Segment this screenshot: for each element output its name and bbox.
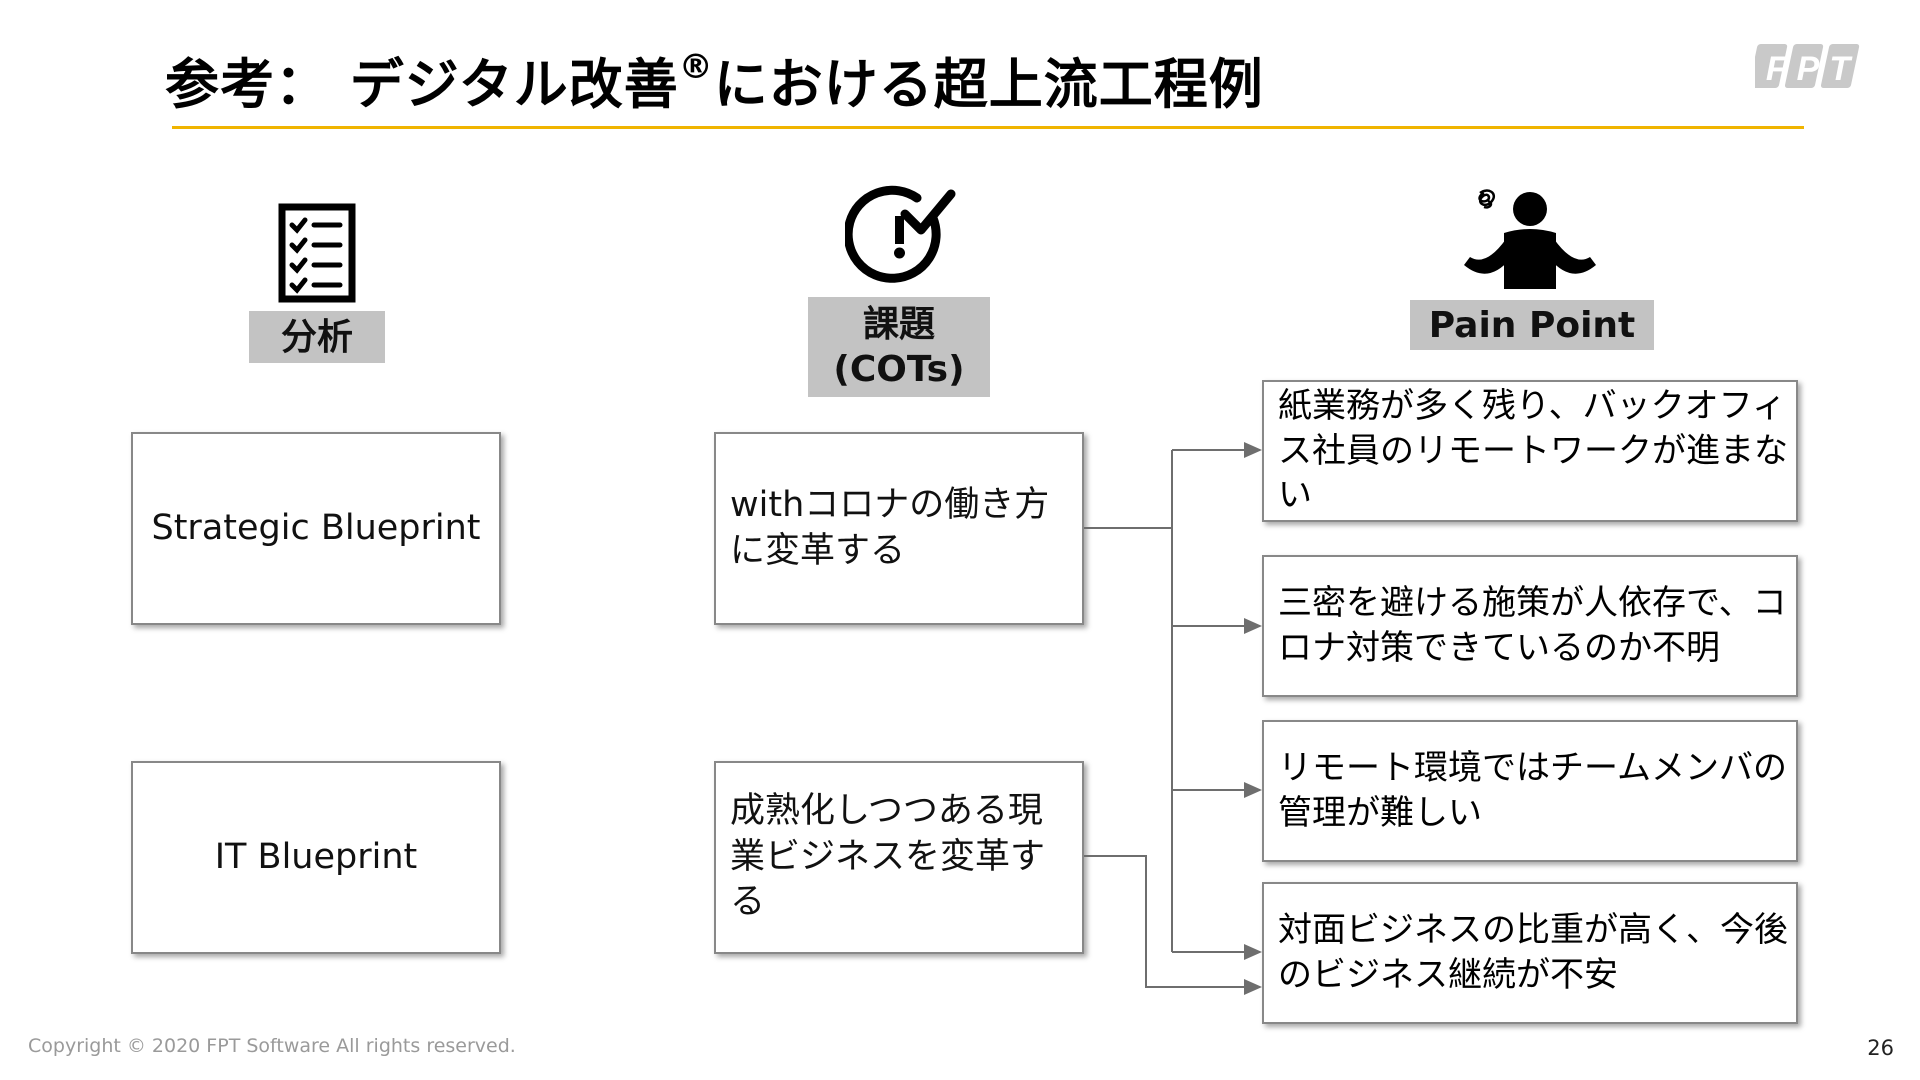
pain-point-box-4: 対面ビジネスの比重が高く、今後のビジネス継続が不安 — [1262, 882, 1798, 1024]
issue-box-business: 成熟化しつつある現業ビジネスを変革する — [714, 761, 1084, 954]
copyright-footer: Copyright © 2020 FPT Software All rights… — [28, 1035, 516, 1057]
analysis-box-it: IT Blueprint — [131, 761, 501, 954]
issues-label: 課題 (COTs) — [808, 297, 990, 397]
pain-point-box-3: リモート環境ではチームメンバの管理が難しい — [1262, 720, 1798, 862]
analysis-label-text: 分析 — [280, 316, 353, 358]
title-underline — [172, 126, 1804, 129]
issue-box-corona: withコロナの働き方に変革する — [714, 432, 1084, 625]
pain-point-text: 紙業務が多く残り、バックオフィス社員のリモートワークが進まない — [1278, 385, 1788, 516]
pain-point-box-2: 三密を避ける施策が人依存で、コロナ対策できているのか不明 — [1262, 555, 1798, 697]
fpt-logo-text: FPT — [1766, 50, 1860, 88]
issue-box-text: withコロナの働き方に変革する — [730, 485, 1050, 571]
pain-point-label-text: Pain Point — [1428, 304, 1636, 346]
fpt-logo: FPT — [1755, 44, 1860, 88]
confused-person-icon — [1464, 189, 1596, 289]
analysis-label: 分析 — [249, 311, 385, 363]
pain-point-text: リモート環境ではチームメンバの管理が難しい — [1278, 748, 1787, 833]
registered-mark: ® — [678, 47, 714, 87]
analysis-box-strategic: Strategic Blueprint — [131, 432, 501, 625]
slide-title-main: 参考： デジタル改善 — [165, 53, 679, 116]
issues-label-line2: (COTs) — [833, 349, 965, 390]
checklist-icon — [278, 203, 356, 303]
pain-point-text: 三密を避ける施策が人依存で、コロナ対策できているのか不明 — [1278, 583, 1787, 668]
issues-label-line1: 課題 — [862, 304, 935, 345]
issue-box-text: 成熟化しつつある現業ビジネスを変革する — [730, 791, 1046, 923]
slide-title-rest: における超上流工程例 — [713, 53, 1264, 116]
alert-check-icon — [845, 185, 956, 283]
page-number: 26 — [1867, 1036, 1894, 1060]
slide-title: 参考： デジタル改善®における超上流工程例 — [165, 40, 1264, 119]
analysis-box-text: Strategic Blueprint — [151, 507, 481, 548]
pain-point-text: 対面ビジネスの比重が高く、今後のビジネス継続が不安 — [1278, 910, 1788, 995]
analysis-box-text: IT Blueprint — [214, 836, 418, 877]
pain-point-box-1: 紙業務が多く残り、バックオフィス社員のリモートワークが進まない — [1262, 380, 1798, 522]
pain-point-label: Pain Point — [1410, 300, 1654, 350]
